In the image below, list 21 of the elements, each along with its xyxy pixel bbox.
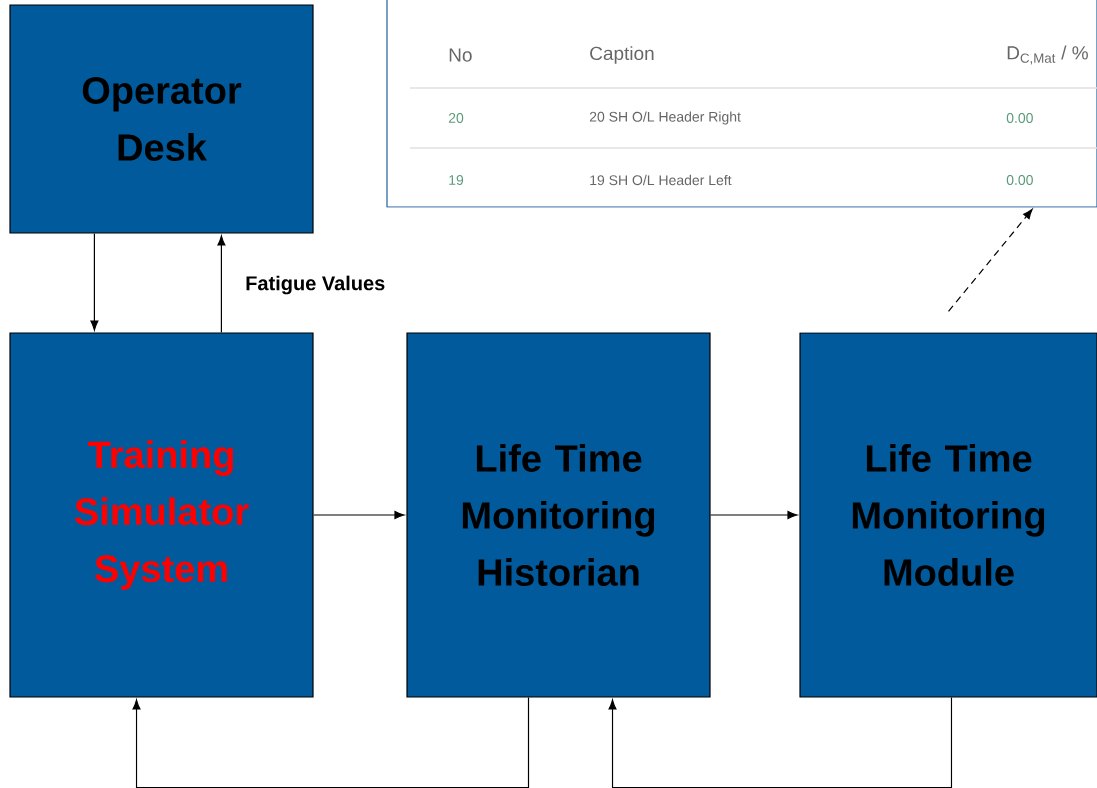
arrow [90,233,99,331]
arrow [217,235,226,333]
row-number: 19 [449,175,464,185]
process-box: Life Time Monitoring Module [799,332,1097,698]
arrow [313,510,405,520]
row-caption: 20 SH O/L Header Right [589,111,741,125]
process-box: Training Simulator System [9,332,314,698]
arrow [947,208,1033,312]
process-box: Operator Desk [9,4,314,234]
arrow [608,697,953,788]
process-box: Life Time Monitoring Historian [406,332,711,698]
row-value: 0.00 [1006,175,1033,185]
column-header: D$_{C,Mat}$ / % [1007,45,1088,65]
arrow [132,697,530,788]
row-caption: 19 SH O/L Header Left [590,174,732,186]
row-value: 0.00 [1006,113,1033,123]
column-header: Caption [590,46,654,64]
edge-label: Fatigue Values [246,275,385,295]
column-header: No [449,48,472,62]
arrow [710,510,798,520]
row-number: 20 [448,113,464,123]
